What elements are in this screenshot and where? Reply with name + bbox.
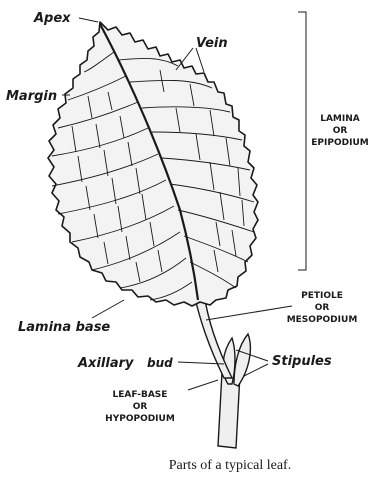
label-lamina-line3: EPIPODIUM: [311, 138, 368, 148]
lamina-bracket: [298, 12, 306, 270]
label-bud: bud: [147, 356, 173, 370]
vein-pointer-2: [196, 48, 204, 72]
label-stipules: Stipules: [272, 354, 332, 369]
label-margin: Margin: [6, 89, 57, 104]
label-vein: Vein: [196, 36, 228, 51]
label-petiole: PETIOLE OR MESOPODIUM: [287, 291, 358, 325]
label-apex: Apex: [33, 11, 71, 26]
apex-pointer: [79, 18, 98, 22]
label-petiole-line2: OR: [315, 303, 330, 313]
label-lamina-line1: LAMINA: [320, 114, 360, 124]
label-leaf-base-line2: OR: [133, 402, 148, 412]
label-axillary: Axillary: [77, 356, 134, 371]
label-lamina: LAMINA OR EPIPODIUM: [311, 114, 368, 148]
label-lamina-line2: OR: [333, 126, 348, 136]
label-petiole-line1: PETIOLE: [301, 291, 343, 301]
petiole: [194, 294, 232, 378]
lamina-base-pointer: [92, 300, 124, 318]
leaf-base-pointer: [188, 380, 218, 390]
label-leaf-base: LEAF-BASE OR HYPOPODIUM: [105, 390, 175, 424]
label-leaf-base-line1: LEAF-BASE: [113, 390, 168, 400]
stipule-right: [234, 334, 250, 386]
label-leaf-base-line3: HYPOPODIUM: [105, 414, 175, 424]
petiole-pointer: [206, 306, 292, 320]
label-lamina-base: Lamina base: [18, 320, 110, 335]
figure-caption: Parts of a typical leaf.: [169, 458, 291, 473]
label-petiole-line3: MESOPODIUM: [287, 315, 358, 325]
